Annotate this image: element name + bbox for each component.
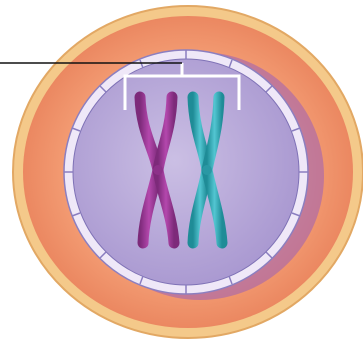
nucleoplasm (73, 59, 299, 285)
